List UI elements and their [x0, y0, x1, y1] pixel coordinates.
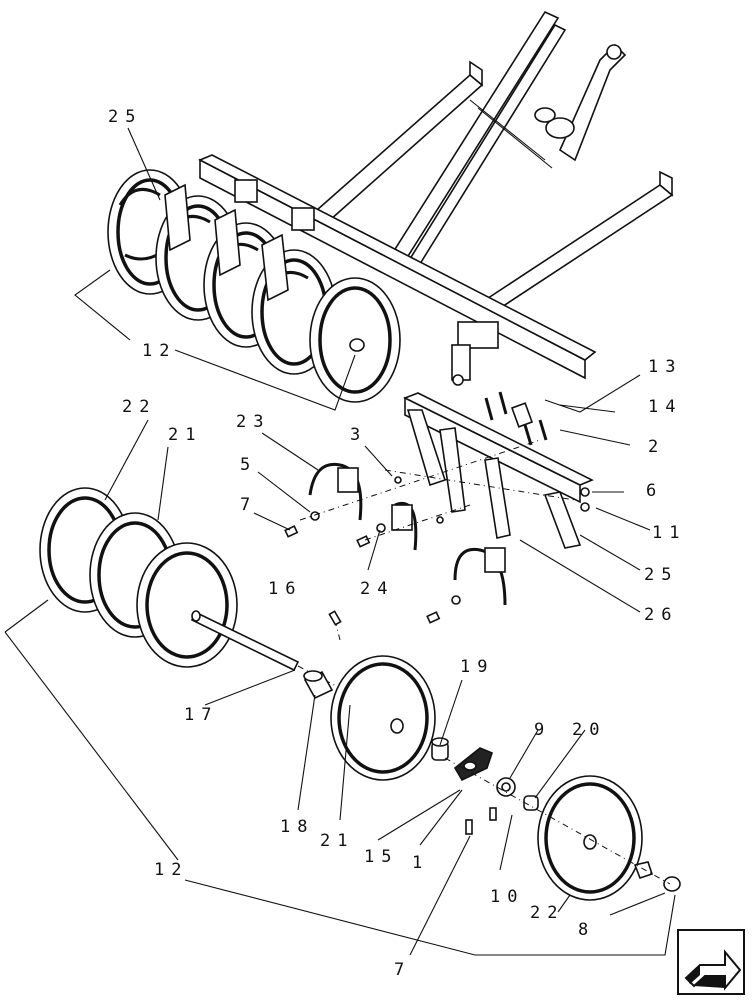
- callout-10: 10: [490, 887, 524, 907]
- callout-20: 20: [572, 720, 606, 740]
- callout-22: 22: [122, 397, 156, 417]
- mounting-bracket: [284, 391, 594, 624]
- callout-21: 21: [168, 425, 202, 445]
- callout-5: 5: [240, 455, 257, 475]
- callout-22: 22: [530, 903, 564, 923]
- next-page-button[interactable]: [677, 929, 745, 995]
- callout-15: 15: [364, 847, 398, 867]
- callout-6: 6: [646, 481, 663, 501]
- leader-lines: [4, 127, 676, 956]
- callout-9: 9: [534, 720, 551, 740]
- callout-25: 25: [108, 107, 142, 127]
- callout-19: 19: [460, 657, 494, 677]
- callout-17: 17: [184, 705, 218, 725]
- callout-labels: 25 12 13 14 2 22 21 23 3 5 7 6 11 25 24 …: [108, 107, 686, 980]
- frame-assembly: [198, 10, 674, 386]
- lower-wheel-gang: [39, 487, 421, 731]
- callout-26: 26: [644, 605, 678, 625]
- callout-25: 25: [644, 565, 678, 585]
- callout-18: 18: [280, 817, 314, 837]
- callout-7: 7: [240, 495, 257, 515]
- upper-wheel-gang: [107, 169, 401, 403]
- callout-12: 12: [154, 860, 188, 880]
- callout-2: 2: [648, 437, 665, 457]
- callout-7: 7: [394, 960, 411, 980]
- callout-21: 21: [320, 831, 354, 851]
- callout-16: 16: [268, 579, 302, 599]
- callout-8: 8: [578, 920, 595, 940]
- callout-11: 11: [652, 523, 686, 543]
- hub-assembly: [330, 655, 681, 901]
- callout-1: 1: [412, 853, 429, 873]
- callout-23: 23: [236, 412, 270, 432]
- callout-3: 3: [350, 425, 367, 445]
- callout-13: 13: [648, 357, 682, 377]
- next-page-arrow-icon: [684, 949, 742, 991]
- callout-24: 24: [360, 579, 394, 599]
- callout-12: 12: [142, 341, 176, 361]
- callout-14: 14: [648, 397, 682, 417]
